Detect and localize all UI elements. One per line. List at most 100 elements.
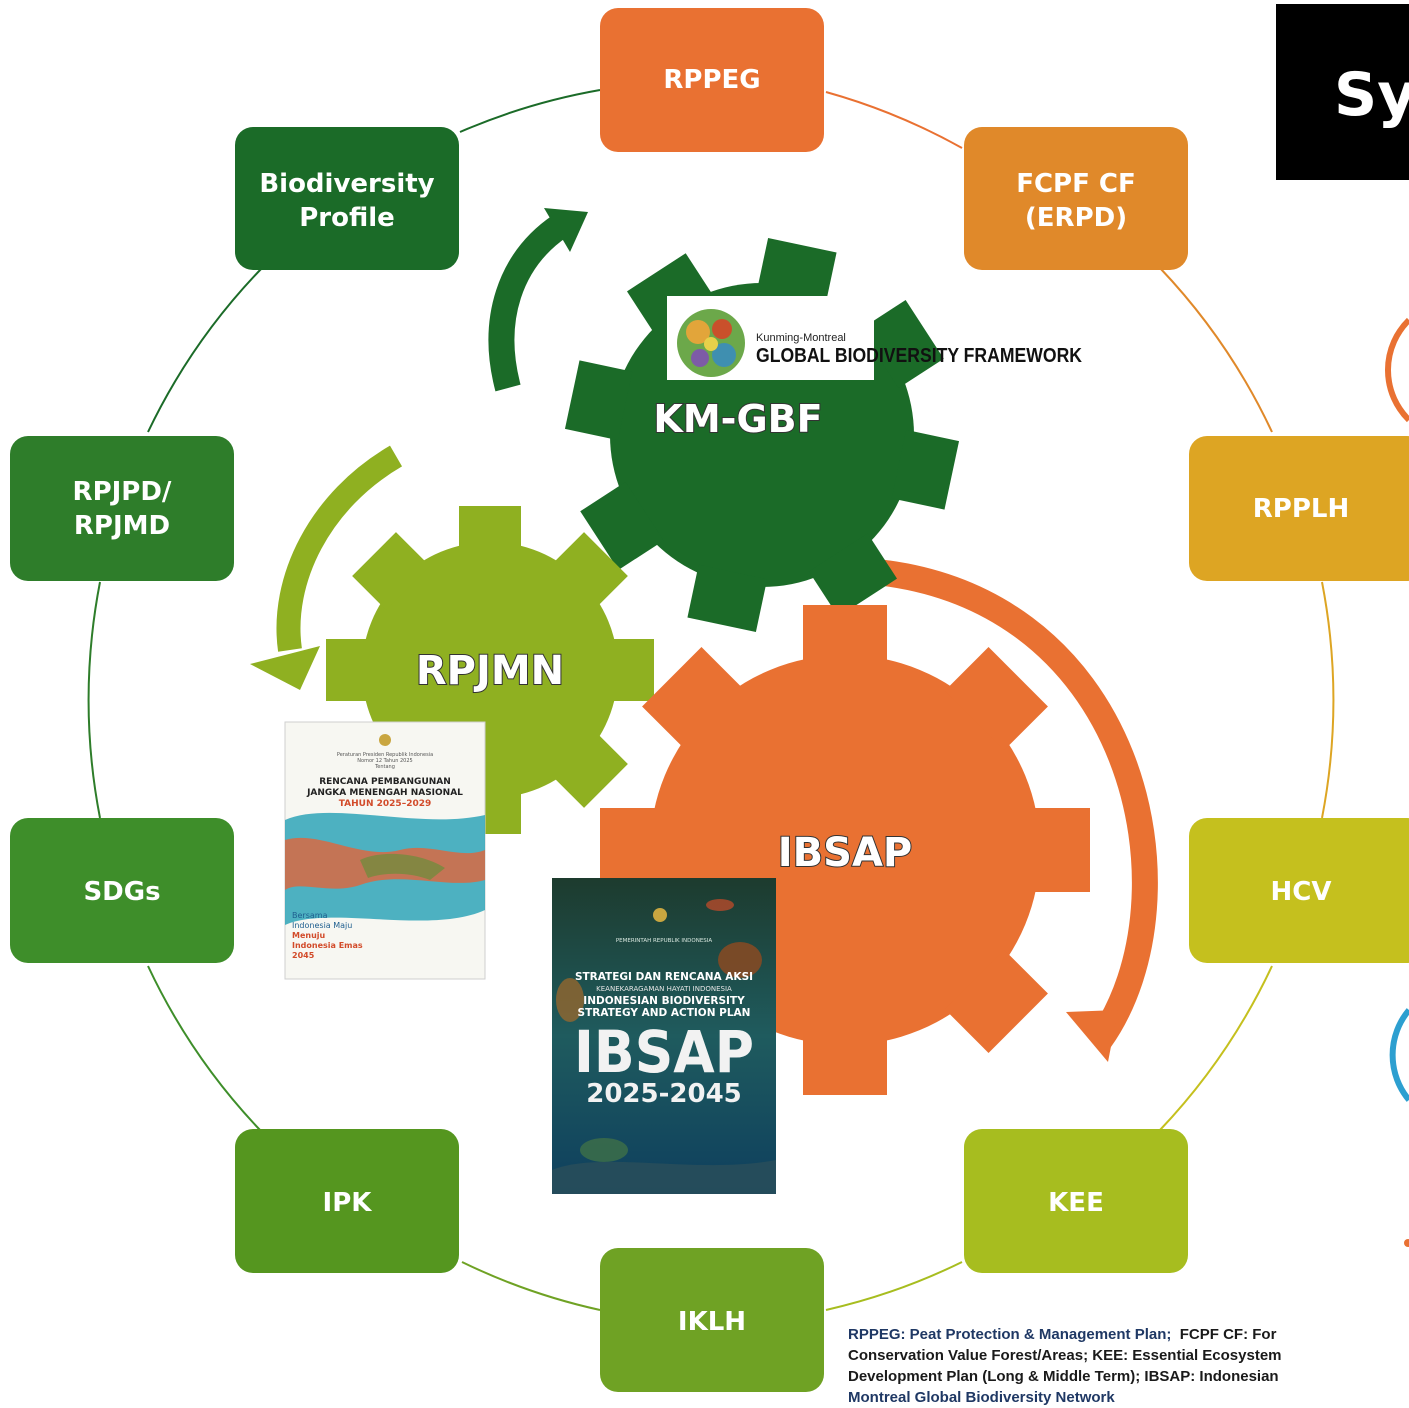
gear-tooth <box>580 481 664 571</box>
svg-text:RPPLH: RPPLH <box>1253 494 1349 524</box>
ring-segment <box>1321 581 1335 819</box>
gear-tooth <box>564 360 633 441</box>
cycle-arrows <box>250 208 1158 1062</box>
svg-text:IPK: IPK <box>323 1188 373 1218</box>
svg-text:RPPEG: RPPEG <box>663 65 760 95</box>
svg-text:Biodiversity: Biodiversity <box>259 169 434 199</box>
arrow-to-biodiversity <box>488 215 568 392</box>
gear-tooth <box>550 730 628 808</box>
svg-text:FCPF CF: FCPF CF <box>1016 169 1136 199</box>
gear-tooth <box>944 949 1048 1053</box>
rpjmn-document-cover: Peraturan Presiden Republik Indonesia No… <box>284 721 486 980</box>
slide-title-box: Sy <box>1276 4 1409 180</box>
svg-text:Nomor 12 Tahun 2025: Nomor 12 Tahun 2025 <box>357 758 412 764</box>
svg-text:IBSAP: IBSAP <box>574 1018 754 1086</box>
node-biodiversity[interactable]: Biodiversity Profile <box>235 127 459 270</box>
gear-label-rpjmn: RPJMN <box>416 648 564 694</box>
svg-text:STRATEGY AND ACTION PLAN: STRATEGY AND ACTION PLAN <box>578 1007 751 1019</box>
partial-shape-right-blue <box>1389 1008 1409 1102</box>
arrow-to-kee <box>847 557 1158 1048</box>
gear-tooth <box>803 605 887 667</box>
svg-text:KEANEKARAGAMAN HAYATI INDONESI: KEANEKARAGAMAN HAYATI INDONESIA <box>596 985 732 993</box>
gear-tooth <box>600 808 662 892</box>
svg-text:GLOBAL BIODIVERSITY FRAMEWORK: GLOBAL BIODIVERSITY FRAMEWORK <box>756 345 1082 367</box>
ring-segment <box>1159 965 1273 1131</box>
orangutan-icon <box>718 942 762 978</box>
gear-tooth <box>550 532 628 610</box>
garuda-icon <box>653 908 667 922</box>
arrowhead-icon <box>1066 1010 1118 1062</box>
svg-text:IKLH: IKLH <box>678 1307 746 1337</box>
svg-text:Peraturan Presiden Republik In: Peraturan Presiden Republik Indonesia <box>337 752 433 758</box>
node-ipk[interactable]: IPK <box>235 1129 459 1273</box>
svg-text:Indonesia Maju: Indonesia Maju <box>292 921 352 930</box>
ring-segment <box>825 91 963 149</box>
footnote-line: Montreal Global Biodiversity Network <box>848 1389 1115 1406</box>
svg-text:Indonesia Emas: Indonesia Emas <box>292 941 363 950</box>
gear-label-ibsap: IBSAP <box>778 830 912 876</box>
arrowhead-icon <box>250 646 320 690</box>
gear-tooth <box>352 532 430 610</box>
ring-segment <box>147 267 263 433</box>
gear-tooth <box>1028 808 1090 892</box>
arrow-to-rpjpd <box>276 445 403 652</box>
node-rppeg[interactable]: RPPEG <box>600 8 824 152</box>
node-sdgs[interactable]: SDGs <box>10 818 234 963</box>
partial-dot-right <box>1404 1239 1409 1247</box>
svg-text:(ERPD): (ERPD) <box>1025 203 1127 233</box>
svg-text:INDONESIAN BIODIVERSITY: INDONESIAN BIODIVERSITY <box>583 995 745 1007</box>
garuda-icon <box>379 734 391 746</box>
gear-label-kmgbf: KM-GBF <box>653 397 822 441</box>
svg-text:TAHUN 2025–2029: TAHUN 2025–2029 <box>339 799 432 809</box>
svg-text:JANGKA MENENGAH NASIONAL: JANGKA MENENGAH NASIONAL <box>306 788 463 798</box>
arrowhead-icon <box>544 208 588 252</box>
tiger-icon <box>556 978 584 1022</box>
partial-shape-right-orange <box>1384 317 1409 423</box>
turtle-icon <box>580 1138 628 1162</box>
svg-text:Bersama: Bersama <box>292 911 328 920</box>
ring-segment <box>461 1261 601 1311</box>
svg-text:SDGs: SDGs <box>83 877 160 907</box>
node-rpplh[interactable]: RPPLH <box>1189 436 1409 581</box>
ring-segment <box>87 581 101 819</box>
node-fcpf[interactable]: FCPF CF (ERPD) <box>964 127 1188 270</box>
ring-segment <box>147 965 261 1131</box>
svg-text:RENCANA PEMBANGUNAN: RENCANA PEMBANGUNAN <box>319 777 451 787</box>
node-hcv[interactable]: HCV <box>1189 818 1409 963</box>
svg-text:2045: 2045 <box>292 951 315 960</box>
ring-segment <box>825 1261 963 1311</box>
gear-tooth <box>606 639 654 701</box>
svg-text:RPJPD/: RPJPD/ <box>73 477 172 507</box>
gear-tooth <box>756 237 837 306</box>
gear-tooth <box>891 429 960 510</box>
legend-footnote: RPPEG: Peat Protection & Management Plan… <box>848 1324 1409 1408</box>
gear-tooth <box>626 253 716 337</box>
ring-segment <box>1159 267 1273 433</box>
gear-tooth <box>803 1033 887 1095</box>
ring-segment <box>459 89 601 133</box>
gear-tooth <box>944 647 1048 751</box>
svg-text:Tentang: Tentang <box>374 764 395 770</box>
svg-text:Profile: Profile <box>299 203 395 233</box>
node-iklh[interactable]: IKLH <box>600 1248 824 1392</box>
footnote-line: RPPEG: Peat Protection & Management Plan… <box>848 1326 1277 1343</box>
svg-text:STRATEGI DAN RENCANA AKSI: STRATEGI DAN RENCANA AKSI <box>575 971 753 983</box>
node-rpjpd[interactable]: RPJPD/ RPJMD <box>10 436 234 581</box>
footnote-line: Development Plan (Long & Middle Term); I… <box>848 1368 1279 1385</box>
gear-tooth <box>642 647 746 751</box>
svg-text:KEE: KEE <box>1048 1188 1104 1218</box>
outer-ring <box>87 89 1335 1311</box>
slide-title-fragment: Sy <box>1334 60 1409 130</box>
gear-tooth <box>860 299 944 389</box>
gear-tooth <box>459 506 521 554</box>
svg-text:PEMERINTAH REPUBLIK INDONESIA: PEMERINTAH REPUBLIK INDONESIA <box>616 938 713 944</box>
ibsap-document-cover: PEMERINTAH REPUBLIK INDONESIA STRATEGI D… <box>552 878 776 1194</box>
node-kee[interactable]: KEE <box>964 1129 1188 1273</box>
svg-text:RPJMD: RPJMD <box>74 511 170 541</box>
svg-text:2025-2045: 2025-2045 <box>586 1079 742 1109</box>
footnote-line: Conservation Value Forest/Areas; KEE: Es… <box>848 1347 1282 1364</box>
gbf-logo: Kunming-Montreal GLOBAL BIODIVERSITY FRA… <box>667 296 1082 380</box>
svg-text:Menuju: Menuju <box>292 931 326 940</box>
gear-tooth <box>326 639 374 701</box>
